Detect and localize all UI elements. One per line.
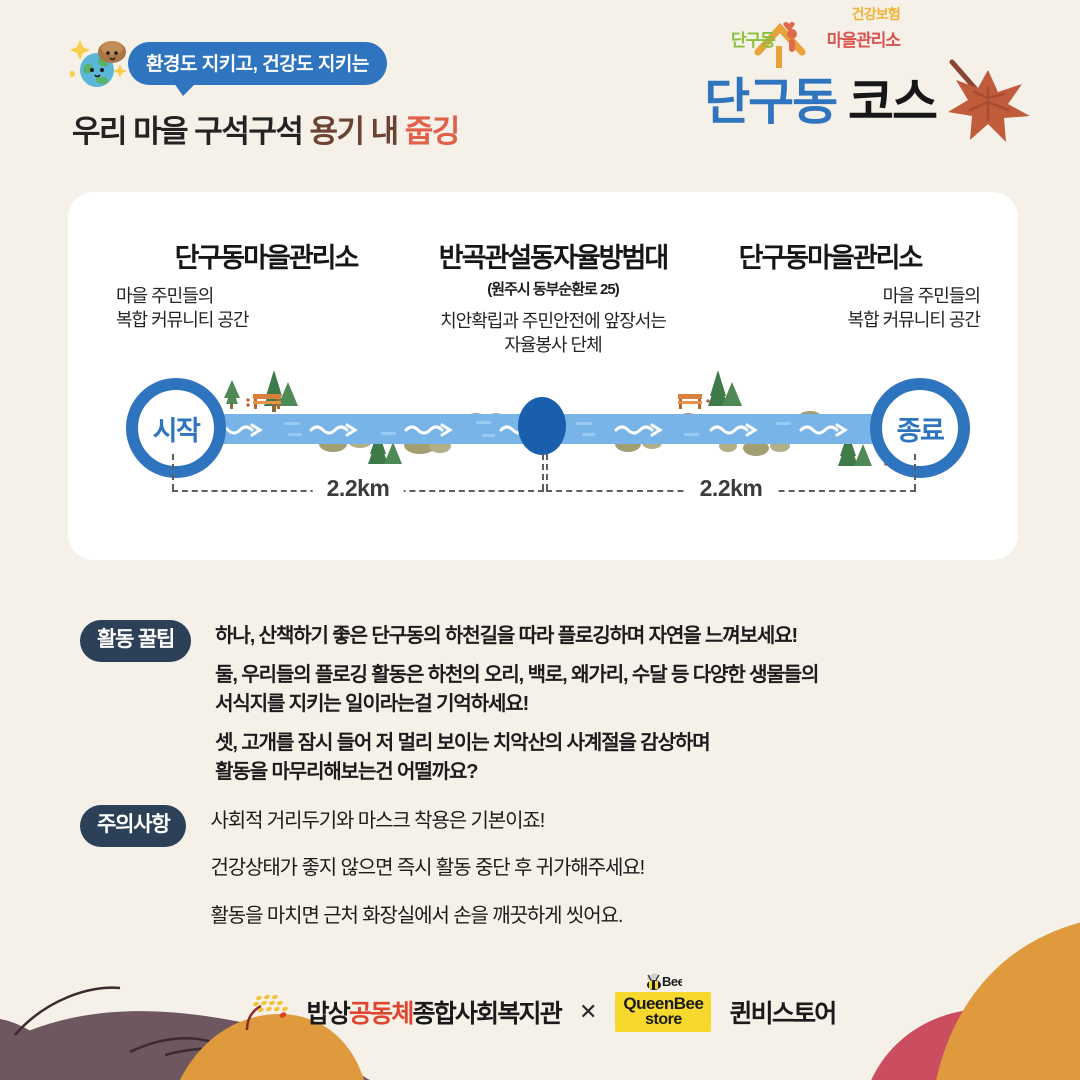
poi-description: 마을 주민들의 복합 커뮤니티 공간 [847, 285, 981, 330]
distance-ruler-right: 2.2km [546, 454, 916, 502]
tip-line: 셋, 고개를 잠시 들어 저 멀리 보이는 치악산의 사계절을 감상하며 활동을… [215, 732, 710, 783]
house-logo-icon [754, 22, 806, 68]
partner1-part-a: 밥상 [306, 1000, 351, 1029]
poi-address: (원주시 동부순환로 25) [487, 280, 619, 298]
campaign-title-part3: 줍깅 [404, 114, 461, 149]
distance-label: 2.2km [312, 475, 404, 502]
route-scenery [224, 370, 888, 466]
campaign-subtitle-bubble: 환경도 지키고, 건강도 지키는 [128, 42, 387, 96]
precautions-badge: 주의사항 [80, 805, 187, 847]
activity-tips-section: 활동 꿀팁 하나, 산책하기 좋은 단구동의 하천길을 따라 플로깅하며 자연을… [80, 620, 1010, 797]
logo-separator-icon: ✕ [578, 999, 598, 1025]
course-title-lockup: 건강보험 단구동 마을관리소 단구동 코스 [612, 6, 1032, 154]
campaign-title-part2: 용기 내 [309, 114, 405, 149]
campaign-main-title: 우리 마을 구석구석 용기 내 줍깅 [72, 106, 461, 151]
distance-label: 2.2km [685, 475, 777, 502]
tip-line: 둘, 우리들의 플로깅 활동은 하천의 오리, 백로, 왜가리, 수달 등 다양… [215, 664, 819, 715]
rice-grains-icon [245, 994, 288, 1031]
partner1-part-c: 종합사회복지관 [412, 1000, 563, 1029]
poi-title: 반곡관설동자율방범대 [438, 243, 669, 273]
svg-text:Bee: Bee [662, 974, 682, 989]
village-office-logo-text: 단구동 마을관리소 [730, 26, 901, 51]
partner1-part-b: 공동체 [348, 1000, 414, 1029]
route-midpoint-node [518, 397, 566, 455]
course-map-card: 단구동마을관리소 마을 주민들의 복합 커뮤니티 공간 반곡관설동자율방범대 (… [68, 192, 1018, 560]
bee-icon: Bee [646, 973, 682, 990]
poi-title: 단구동마을관리소 [738, 243, 924, 273]
campaign-title-lockup: 환경도 지키고, 건강도 지키는 우리 마을 구석구석 용기 내 줍깅 [70, 28, 460, 149]
precaution-line: 사회적 거리두기와 마스크 착용은 기본이죠! [210, 810, 545, 832]
queenbee-store-logo: Bee QueenBee store [615, 973, 712, 1033]
rock-line-2 [129, 1036, 216, 1054]
rock-line-3 [164, 1047, 231, 1057]
distance-ruler-left: 2.2km [172, 454, 544, 502]
health-insurance-label: 건강보험 [851, 6, 901, 22]
queenbee-line2: store [645, 1011, 682, 1029]
logo-dangu: 단구동 [730, 31, 776, 50]
partner-logo-queenbee-kr: 퀸비스토어 [729, 1000, 837, 1029]
precautions-lines: 사회적 거리두기와 마스크 착용은 기본이죠! 건강상태가 좋지 않으면 즉시 … [210, 805, 645, 949]
poi-start: 단구동마을관리소 마을 주민들의 복합 커뮤니티 공간 [116, 243, 416, 332]
activity-tips-lines: 하나, 산책하기 좋은 단구동의 하천길을 따라 플로깅하며 자연을 느껴보세요… [215, 620, 819, 797]
precaution-line: 건강상태가 좋지 않으면 즉시 활동 중단 후 귀가해주세요! [210, 857, 645, 880]
logo-village-office: 마을관리소 [826, 31, 901, 50]
poi-title: 단구동마을관리소 [174, 243, 360, 273]
precaution-line: 활동을 마치면 근처 화장실에서 손을 깨끗하게 씻어요. [210, 904, 623, 927]
queenbee-line1: QueenBee [623, 994, 704, 1013]
course-title-word: 코스 [848, 74, 938, 130]
course-title: 단구동 코스 [704, 62, 938, 134]
poi-description: 치안확립과 주민안전에 앞장서는 자율봉사 단체 [440, 310, 667, 355]
activity-tips-badge: 활동 꿀팁 [80, 620, 192, 662]
campaign-title-part1: 우리 마을 구석구석 [72, 114, 310, 149]
maple-leaf-icon [948, 59, 1030, 142]
precautions-section: 주의사항 사회적 거리두기와 마스크 착용은 기본이죠! 건강상태가 좋지 않으… [80, 805, 1010, 949]
poi-end: 단구동마을관리소 마을 주민들의 복합 커뮤니티 공간 [680, 243, 981, 332]
poi-middle: 반곡관설동자율방범대 (원주시 동부순환로 25) 치안확립과 주민안전에 앞장… [393, 243, 713, 357]
partner-logo-bapsang: 밥상공동체종합사회복지관 [306, 994, 563, 1030]
footer-partner-logos: 밥상공동체종합사회복지관 ✕ Bee QueenBee store 퀸비스토어 [0, 973, 1080, 1033]
tip-line: 하나, 산책하기 좋은 단구동의 하천길을 따라 플로깅하며 자연을 느껴보세요… [215, 625, 798, 647]
earth-character-icon [70, 40, 127, 87]
course-title-place: 단구동 [704, 74, 838, 130]
page-header: 환경도 지키고, 건강도 지키는 우리 마을 구석구석 용기 내 줍깅 건강보험… [0, 0, 1080, 175]
poi-description: 마을 주민들의 복합 커뮤니티 공간 [116, 285, 249, 330]
